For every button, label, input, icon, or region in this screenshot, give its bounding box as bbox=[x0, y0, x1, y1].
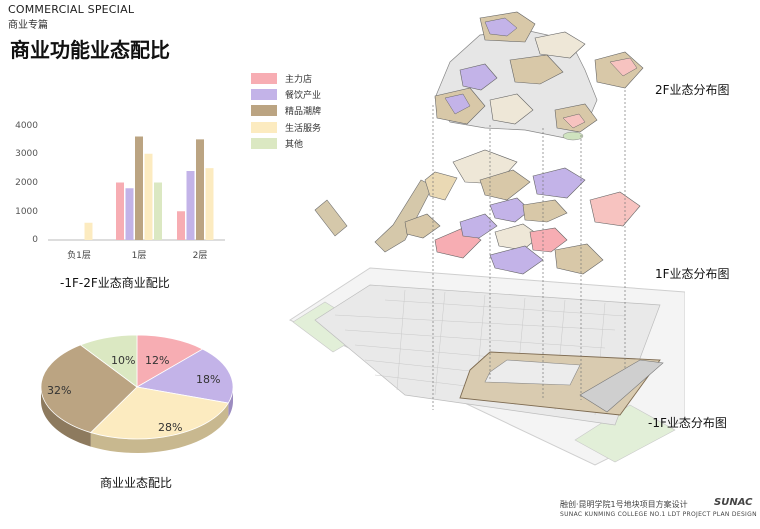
bar bbox=[116, 182, 124, 240]
bar bbox=[135, 136, 143, 240]
footer-project-cn: 融创·昆明学院1号地块项目方案设计 bbox=[560, 500, 688, 509]
footer-project-en: SUNAC KUNMING COLLEGE NO.1 LDT PROJECT P… bbox=[560, 511, 757, 518]
bar-chart-title: -1F-2F业态商业配比 bbox=[60, 276, 170, 290]
projection-lines bbox=[432, 90, 626, 410]
bar-group bbox=[84, 136, 214, 240]
legend-label: 主力店 bbox=[285, 75, 313, 85]
bar-chart bbox=[48, 136, 225, 241]
legend-label: 生活服务 bbox=[285, 124, 322, 134]
pie-slice bbox=[40, 344, 138, 434]
pie-slice-side bbox=[41, 387, 91, 447]
section-title-en: COMMERCIAL SPECIAL bbox=[8, 3, 135, 16]
pie-slice bbox=[136, 334, 204, 388]
pie-depth bbox=[41, 387, 233, 453]
y-tick-label: 3000 bbox=[15, 149, 38, 159]
pie-label: 32% bbox=[47, 384, 72, 397]
bar bbox=[196, 139, 204, 240]
sunac-logo: SUNAC bbox=[714, 497, 753, 508]
legend-swatch bbox=[251, 73, 277, 84]
bar bbox=[186, 171, 195, 240]
pie-slice-side bbox=[228, 387, 233, 418]
legend-label: 精品潮牌 bbox=[285, 107, 322, 117]
floor-label-1f: 1F业态分布图 bbox=[655, 267, 730, 281]
pie-label: 28% bbox=[158, 421, 183, 434]
pie-slice bbox=[135, 348, 234, 404]
legend-swatch bbox=[251, 105, 277, 116]
legend-swatch bbox=[251, 122, 277, 133]
y-tick-label: 0 bbox=[32, 235, 38, 245]
x-tick-label: 1层 bbox=[131, 251, 147, 261]
x-tick-label: 2层 bbox=[192, 251, 208, 261]
y-tick-label: 4000 bbox=[15, 121, 38, 131]
page-title: 商业功能业态配比 bbox=[10, 38, 170, 62]
floor-b1-plan bbox=[288, 267, 685, 466]
legend-item: 餐饮产业 bbox=[251, 88, 321, 101]
legend-item: 精品潮牌 bbox=[251, 104, 321, 117]
bar bbox=[205, 168, 214, 240]
pie-chart-title: 商业业态配比 bbox=[100, 476, 173, 490]
section-title-cn: 商业专篇 bbox=[8, 20, 48, 31]
legend-item: 其他 bbox=[251, 137, 303, 150]
legend-label: 餐饮产业 bbox=[285, 91, 322, 101]
legend-item: 生活服务 bbox=[251, 121, 321, 134]
bar bbox=[125, 188, 134, 240]
x-tick-label: 负1层 bbox=[67, 251, 91, 261]
legend-item: 主力店 bbox=[251, 72, 312, 85]
floor-2f-plan bbox=[434, 11, 644, 141]
floor-label-b1: -1F业态分布图 bbox=[648, 416, 727, 430]
legend-swatch bbox=[251, 89, 277, 100]
floor-1f-plan bbox=[314, 149, 641, 275]
bar bbox=[154, 182, 162, 240]
pie-top bbox=[40, 334, 234, 440]
floor-label-2f: 2F业态分布图 bbox=[655, 83, 730, 97]
pie-slice bbox=[79, 334, 138, 388]
pie-slice bbox=[89, 386, 229, 440]
bar bbox=[177, 211, 185, 240]
pie-slice-side bbox=[90, 403, 229, 453]
y-tick-label: 1000 bbox=[15, 207, 38, 217]
pie-label: 18% bbox=[196, 373, 221, 386]
pie-label: 10% bbox=[111, 354, 136, 367]
legend-label: 其他 bbox=[285, 140, 304, 150]
floor-plan-diagram bbox=[288, 11, 685, 466]
pie-chart bbox=[40, 334, 234, 453]
pie-label: 12% bbox=[145, 354, 170, 367]
y-tick-label: 2000 bbox=[15, 178, 38, 188]
bar bbox=[84, 222, 93, 240]
legend-swatch bbox=[251, 138, 277, 149]
bar bbox=[144, 153, 153, 240]
